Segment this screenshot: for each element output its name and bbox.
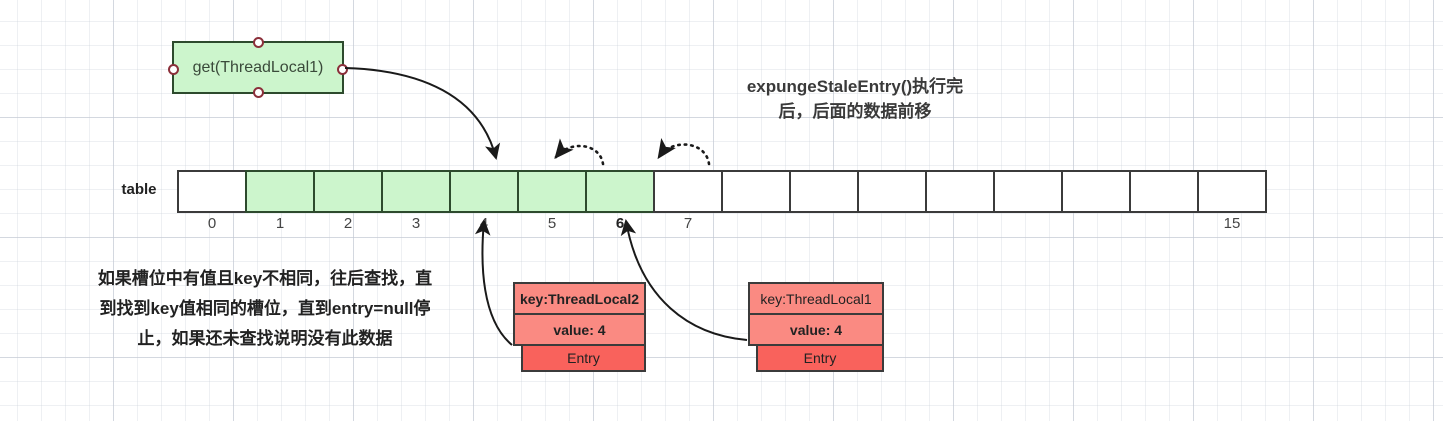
table-cell-2[interactable] bbox=[313, 170, 383, 213]
table-index-14 bbox=[1129, 215, 1199, 239]
note-line-3: 止，如果还未查找说明没有此数据 bbox=[137, 329, 393, 348]
entry-key-row: key:ThreadLocal2 bbox=[513, 282, 646, 315]
table-index-7: 7 bbox=[683, 215, 693, 232]
table-index-row: 0 1 2 3 4 5 6 7 15 bbox=[177, 215, 1267, 239]
explanation-note: 如果槽位中有值且key不相同，往后查找，直 到找到key值相同的槽位，直到ent… bbox=[42, 264, 488, 354]
entry-key-row: key:ThreadLocal1 bbox=[748, 282, 884, 315]
title-line-2: 后，后面的数据前移 bbox=[778, 102, 932, 121]
arrow-get-to-cell4 bbox=[344, 67, 501, 160]
table-cell-8[interactable] bbox=[721, 170, 791, 213]
table-cell-15[interactable] bbox=[1197, 170, 1267, 213]
table-index-10 bbox=[857, 215, 927, 239]
table-cell-14[interactable] bbox=[1129, 170, 1199, 213]
entry-box-threadlocal1[interactable]: key:ThreadLocal1 value: 4 Entry bbox=[748, 282, 884, 372]
table-index-12 bbox=[993, 215, 1063, 239]
dotted-arc-6-to-5 bbox=[554, 138, 605, 166]
entry-type-row: Entry bbox=[756, 344, 884, 372]
table-cell-13[interactable] bbox=[1061, 170, 1131, 213]
port-top-icon[interactable] bbox=[253, 37, 264, 48]
port-bottom-icon[interactable] bbox=[253, 87, 264, 98]
get-node-label: get(ThreadLocal1) bbox=[192, 58, 324, 76]
table-cell-1[interactable] bbox=[245, 170, 315, 213]
table-cell-10[interactable] bbox=[857, 170, 927, 213]
entry-box-threadlocal2[interactable]: key:ThreadLocal2 value: 4 Entry bbox=[513, 282, 646, 372]
table-index-6: 6 bbox=[615, 215, 625, 232]
table-cell-4[interactable] bbox=[449, 170, 519, 213]
note-line-1: 如果槽位中有值且key不相同，往后查找，直 bbox=[97, 269, 433, 288]
table-cell-12[interactable] bbox=[993, 170, 1063, 213]
entry-value-row: value: 4 bbox=[513, 313, 646, 346]
port-left-icon[interactable] bbox=[168, 64, 179, 75]
title-line-1: expungeStaleEntry()执行完 bbox=[746, 77, 964, 96]
dotted-arc-7-to-6 bbox=[657, 138, 711, 166]
table-index-11 bbox=[925, 215, 995, 239]
table-index-4: 4 bbox=[479, 215, 489, 232]
port-right-icon[interactable] bbox=[337, 64, 348, 75]
table-index-13 bbox=[1061, 215, 1131, 239]
table-cell-11[interactable] bbox=[925, 170, 995, 213]
table-index-3: 3 bbox=[411, 215, 421, 232]
table-index-8 bbox=[721, 215, 791, 239]
note-line-2: 到找到key值相同的槽位，直到entry=null停 bbox=[99, 299, 431, 318]
table-cell-5[interactable] bbox=[517, 170, 587, 213]
table-index-0: 0 bbox=[207, 215, 217, 232]
table-cell-7[interactable] bbox=[653, 170, 723, 213]
table-index-2: 2 bbox=[343, 215, 353, 232]
table-index-5: 5 bbox=[547, 215, 557, 232]
table-index-15: 15 bbox=[1223, 215, 1241, 232]
table-array bbox=[177, 170, 1267, 213]
table-cell-9[interactable] bbox=[789, 170, 859, 213]
table-cell-3[interactable] bbox=[381, 170, 451, 213]
get-threadlocal-node[interactable]: get(ThreadLocal1) bbox=[168, 37, 348, 98]
entry-value-row: value: 4 bbox=[748, 313, 884, 346]
entry-type-row: Entry bbox=[521, 344, 646, 372]
table-label: table bbox=[121, 181, 157, 198]
table-cell-6[interactable] bbox=[585, 170, 655, 213]
table-cell-0[interactable] bbox=[177, 170, 247, 213]
diagram-title: expungeStaleEntry()执行完 后，后面的数据前移 bbox=[690, 74, 1020, 124]
table-index-1: 1 bbox=[275, 215, 285, 232]
table-index-9 bbox=[789, 215, 859, 239]
